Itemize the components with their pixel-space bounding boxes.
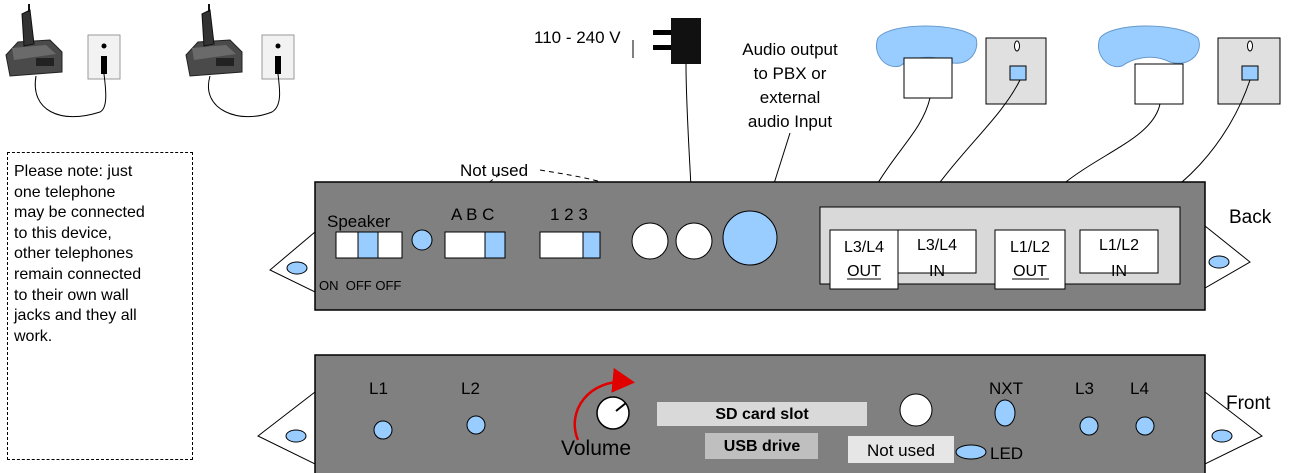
led-l4 [1135,416,1155,436]
telephone-2-icon [185,4,243,77]
nxt-button[interactable] [994,399,1016,427]
note-line: one telephone [14,183,116,201]
handset-4-icon [1098,25,1200,105]
abc-switch[interactable] [444,231,506,259]
svg-text:audio Input: audio Input [748,112,832,131]
num-switch[interactable] [539,231,601,259]
note-line: to this device, [14,224,112,242]
led-l3 [1079,416,1099,436]
note-line: jacks and they all [14,307,137,325]
telephone-1-icon [5,4,63,77]
speaker-switch[interactable] [335,231,403,259]
audio-output-jack[interactable] [722,210,778,266]
led-label: LED [990,444,1023,463]
audio-output-label: Audio output to PBX or external audio In… [742,40,838,131]
led-l2 [466,415,486,435]
not-used-jack[interactable] [631,222,669,260]
power-voltage-label: 110 - 240 V [534,28,621,47]
port-l12-in[interactable]: L1/L2 IN [1079,229,1159,280]
svg-text:IN: IN [929,263,945,280]
note-line: other telephones [14,245,134,263]
phone-cord-2 [207,73,281,118]
svg-text:to PBX or: to PBX or [754,64,827,83]
sd-card-label: SD card slot [715,406,809,423]
not-used-top-label: Not used [460,161,528,180]
usb-drive-slot[interactable] [705,433,818,459]
power-jack[interactable] [675,222,713,260]
port-l34-out[interactable]: L3/L4 OUT [829,229,899,290]
port-l12-out[interactable]: L1/L2 OUT [994,229,1066,290]
note-line: may be connected [14,204,145,222]
usb-drive-label: USB drive [724,438,801,455]
speaker-positions-label: ON OFF OFF [319,278,401,293]
led-l1 [373,420,393,440]
note-box: Please note: just one telephone may be c… [7,152,193,460]
back-led [411,229,433,251]
note-line: work. [14,327,53,345]
led-l3-label: L3 [1075,379,1094,398]
led-l2-label: L2 [461,379,480,398]
led-l1-label: L1 [369,379,388,398]
volume-label: Volume [561,437,631,460]
phone-cord-1 [34,73,107,118]
note-line: remain connected [14,265,142,283]
svg-text:L3/L4: L3/L4 [917,237,957,254]
back-label: Back [1229,207,1272,228]
svg-text:Audio output: Audio output [742,40,838,59]
speaker-label: Speaker [327,212,391,231]
num-label: 1 2 3 [550,205,588,224]
not-used-front-box [848,436,954,463]
front-not-used-button[interactable] [899,393,933,427]
volume-knob[interactable] [596,396,630,430]
abc-label: A B C [451,205,494,224]
svg-text:L1/L2: L1/L2 [1099,237,1139,254]
svg-text:external: external [760,88,820,107]
svg-text:OUT: OUT [1013,263,1047,280]
front-label: Front [1226,393,1271,414]
wall-jack-3-icon [985,37,1047,105]
wall-jack-1-icon [87,34,121,80]
volume-arrow [573,367,635,441]
note-line: Please note: just [14,163,133,180]
svg-text:IN: IN [1111,263,1127,280]
front-led-indicator [955,444,987,460]
port-l34-in[interactable]: L3/L4 IN [897,229,977,280]
power-adapter-icon [653,18,701,64]
svg-text:L1/L2: L1/L2 [1010,239,1050,256]
wall-jack-2-icon [261,34,295,80]
note-line: to their own wall [14,286,129,304]
svg-text:OUT: OUT [847,263,881,280]
sd-card-slot[interactable] [657,402,867,426]
wall-jack-4-icon [1217,37,1281,105]
svg-text:L3/L4: L3/L4 [844,239,884,256]
handset-3-icon [876,25,978,99]
nxt-label: NXT [989,379,1023,398]
not-used-front-label: Not used [867,441,935,460]
led-l4-label: L4 [1130,379,1149,398]
